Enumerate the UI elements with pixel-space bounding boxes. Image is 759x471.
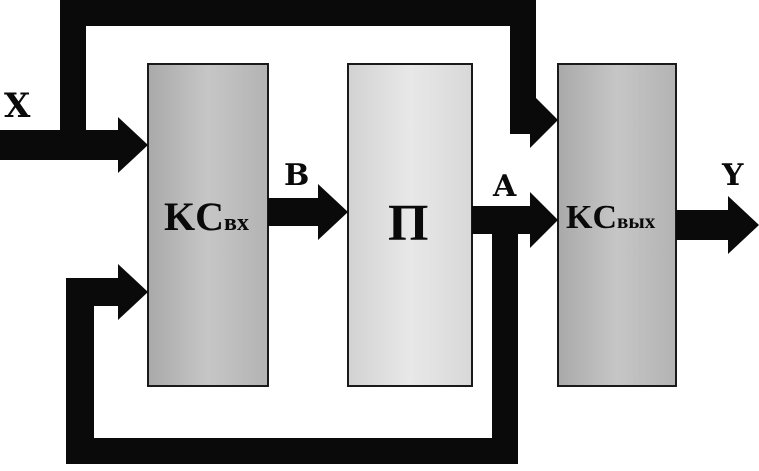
x-top-bus bbox=[60, 0, 536, 26]
b-arrowhead bbox=[318, 184, 348, 240]
label-a: A bbox=[492, 169, 517, 204]
x-to-ks-out-arrowhead bbox=[530, 92, 558, 148]
label-ks-out: KCвых bbox=[566, 199, 656, 236]
feedback-vertical-left bbox=[66, 278, 94, 464]
block-ks-in bbox=[147, 63, 269, 387]
label-ks-out-sub: вых bbox=[617, 209, 656, 233]
feedback-into-ks-in bbox=[66, 278, 122, 306]
block-ks-out bbox=[557, 63, 677, 387]
label-ks-in-sub: вх bbox=[224, 210, 249, 236]
label-x: X bbox=[4, 86, 31, 126]
y-output-line bbox=[676, 210, 732, 240]
feedback-bottom bbox=[66, 438, 518, 464]
b-line bbox=[268, 198, 320, 226]
feedback-vertical-right bbox=[492, 206, 518, 464]
label-memory: П bbox=[388, 195, 428, 252]
block-memory bbox=[347, 63, 473, 387]
label-y: Y bbox=[721, 158, 744, 193]
y-output-arrowhead bbox=[728, 196, 759, 254]
label-b: B bbox=[284, 158, 309, 193]
label-ks-in: KCвх bbox=[164, 194, 249, 239]
x-input-arrowhead bbox=[118, 117, 148, 173]
feedback-arrowhead bbox=[118, 264, 148, 320]
a-arrowhead bbox=[530, 192, 558, 248]
